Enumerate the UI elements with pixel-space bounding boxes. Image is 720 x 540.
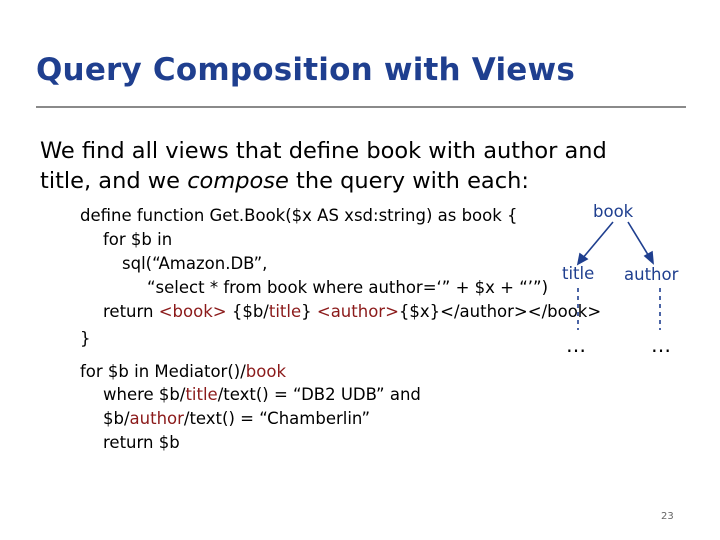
code-line-where: where $b/title/text() = “DB2 UDB” and	[103, 385, 421, 404]
code-line-sql: sql(“Amazon.DB”,	[122, 254, 268, 273]
intro-line-2: title, and we compose the query with eac…	[40, 168, 529, 194]
page-number: 23	[661, 511, 674, 522]
intro-text: We find all views that define book with …	[40, 136, 607, 196]
tree-node-author: author	[624, 265, 679, 284]
tree-node-book: book	[593, 202, 634, 221]
code-line-close-brace: }	[80, 329, 91, 348]
code-line-for: for $b in	[103, 230, 173, 249]
title-divider	[36, 106, 686, 108]
code-line-define: define function Get.Book($x AS xsd:strin…	[80, 206, 518, 225]
code-line-select: “select * from book where author=‘” + $x…	[147, 278, 549, 297]
intro-line-1: We find all views that define book with …	[40, 138, 607, 164]
intro-emphasis: compose	[187, 168, 289, 194]
tree-node-title: title	[562, 264, 595, 283]
tree-ellipsis-title: …	[566, 333, 587, 357]
arrowhead-title	[576, 252, 589, 266]
slide-title: Query Composition with Views	[36, 52, 575, 88]
edge-book-author	[627, 221, 651, 259]
code-line-return-construct: return <book> {$b/title} <author>{$x}</a…	[103, 302, 602, 321]
tree-ellipsis-author: …	[651, 333, 672, 357]
arrowhead-author	[643, 250, 654, 265]
edge-book-title	[581, 221, 614, 260]
code-line-and-author: $b/author/text() = “Chamberlin”	[103, 409, 371, 428]
code-line-return-b: return $b	[103, 433, 180, 452]
code-line-for-mediator: for $b in Mediator()/book	[80, 362, 286, 381]
